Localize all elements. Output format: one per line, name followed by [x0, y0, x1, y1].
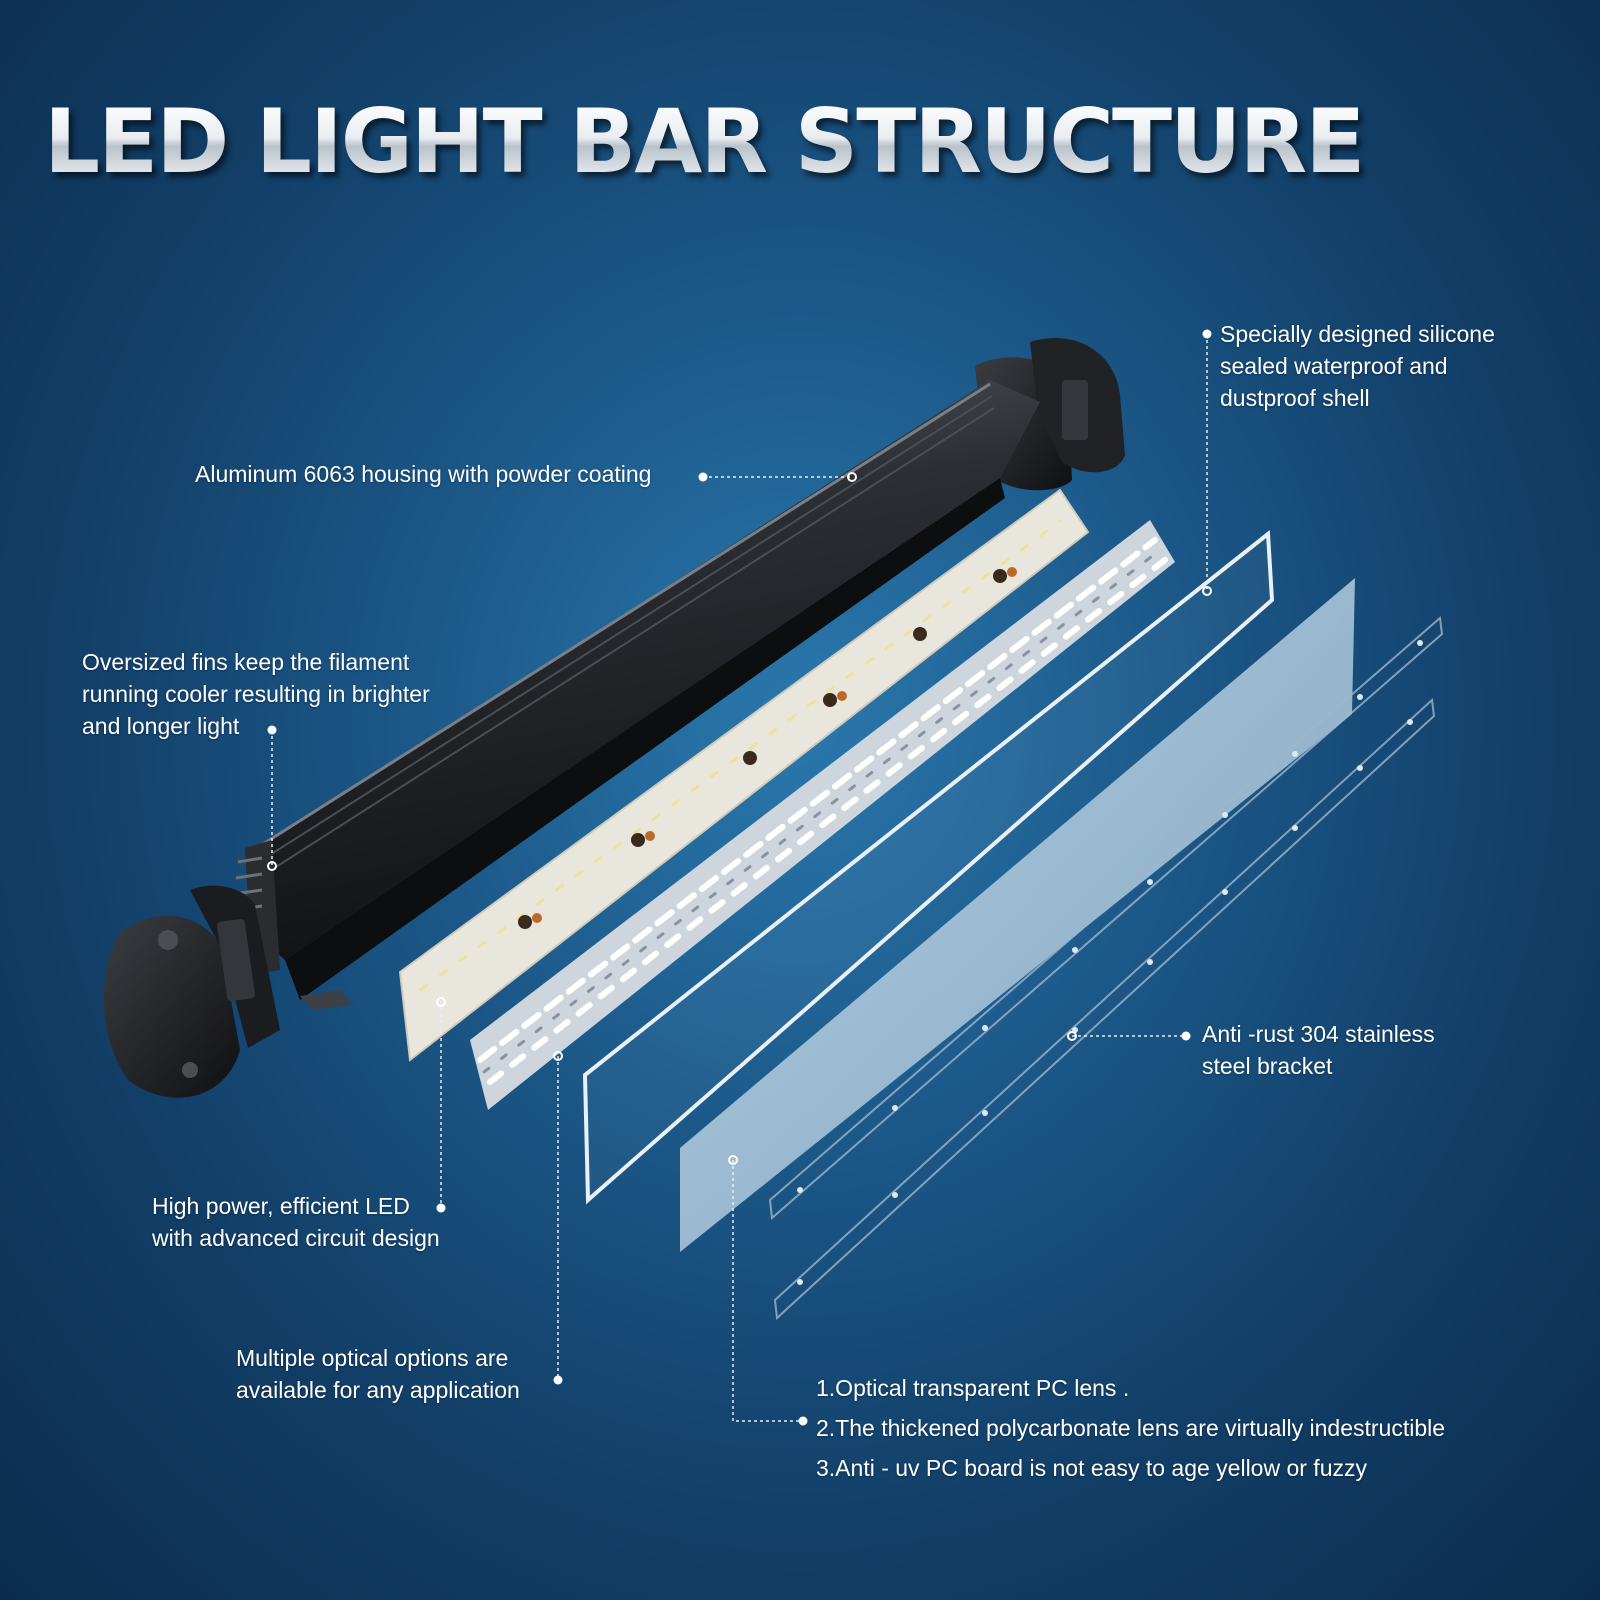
fins-callout-line: and longer light	[82, 713, 240, 739]
housing-callout: Aluminum 6063 housing with powder coatin…	[195, 458, 651, 490]
optics-callout-line: available for any application	[236, 1377, 520, 1403]
bracket-callout-line: Anti -rust 304 stainless	[1202, 1021, 1435, 1047]
bracket-rivets	[797, 640, 1423, 1285]
pc-lens	[680, 578, 1355, 1252]
optics-callout-line: Multiple optical options are	[236, 1345, 509, 1371]
housing-callout-text: Aluminum 6063 housing with powder coatin…	[195, 461, 652, 487]
stainless-steel-bracket	[768, 616, 1444, 1321]
fins-callout-line: Oversized fins keep the filament	[82, 649, 410, 675]
left-end-cap	[103, 885, 280, 1098]
lens-frame	[582, 530, 1275, 1205]
optical-reflector	[470, 520, 1175, 1110]
bracket-callout: Anti -rust 304 stainless steel bracket	[1202, 1018, 1435, 1082]
fins-callout-line: running cooler resulting in brighter	[82, 681, 430, 707]
shell-callout-line: dustproof shell	[1220, 385, 1370, 411]
lens-callout-line: 3.Anti - uv PC board is not easy to age …	[816, 1455, 1367, 1481]
page-title: LED LIGHT BAR STRUCTURE	[44, 90, 1365, 193]
shell-callout-line: sealed waterproof and	[1220, 353, 1448, 379]
leader-dots	[267, 329, 1212, 1426]
lens-callout-line: 2.The thickened polycarbonate lens are v…	[816, 1415, 1446, 1441]
led-callout: High power, efficient LED with advanced …	[152, 1190, 440, 1254]
bracket-callout-line: steel bracket	[1202, 1053, 1333, 1079]
led-callout-line: with advanced circuit design	[152, 1225, 440, 1251]
lens-callout-line: 1.Optical transparent PC lens .	[816, 1375, 1130, 1401]
lens-callout: 1.Optical transparent PC lens . 2.The th…	[816, 1368, 1445, 1488]
fins-callout: Oversized fins keep the filament running…	[82, 646, 430, 742]
optics-callout: Multiple optical options are available f…	[236, 1342, 520, 1406]
shell-callout: Specially designed silicone sealed water…	[1220, 318, 1495, 414]
shell-callout-line: Specially designed silicone	[1220, 321, 1495, 347]
led-callout-line: High power, efficient LED	[152, 1193, 410, 1219]
led-circuit-board	[398, 488, 1090, 1062]
aluminum-housing	[231, 380, 1040, 1010]
leader-lines	[271, 334, 1208, 1422]
